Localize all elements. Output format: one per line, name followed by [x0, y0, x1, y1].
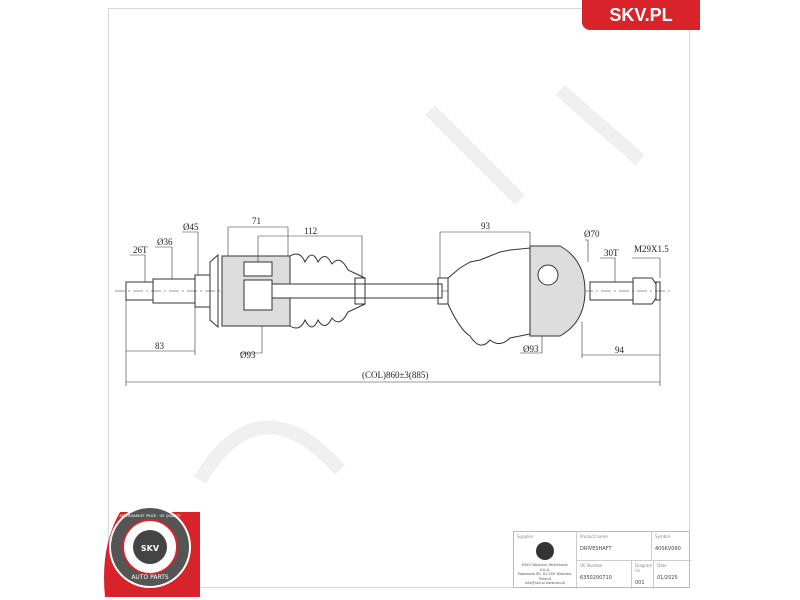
outer-joint — [529, 245, 586, 337]
flange — [209, 253, 219, 329]
svg-text:AFTERMARKET PRICE · OE QUALITY: AFTERMARKET PRICE · OE QUALITY — [119, 514, 181, 518]
brand-logo[interactable]: SKV.PL — [582, 0, 700, 30]
dim-dia70: Ø70 — [584, 229, 600, 239]
svg-text:AUTO PARTS: AUTO PARTS — [131, 574, 169, 581]
tripod — [243, 279, 273, 311]
dim-83: 83 — [155, 341, 165, 351]
dim-total-length: (COL)860±3(885) — [362, 370, 428, 380]
title-block: Supplier ESKV Wojciech Wiśniewski S.K.A.… — [513, 531, 691, 589]
dim-93: 93 — [481, 221, 491, 231]
dimension-lines — [125, 226, 661, 386]
dim-30t: 30T — [604, 248, 619, 258]
supplier-address: ESKV Wojciech Wiśniewski S.K.A.Papowska … — [517, 563, 573, 585]
cv-ball — [537, 264, 559, 286]
dim-dia45: Ø45 — [183, 222, 199, 232]
drawing-frame — [108, 8, 690, 588]
dim-26t: 26T — [133, 245, 148, 255]
outer-boot — [447, 247, 531, 346]
dim-dia36: Ø36 — [157, 237, 173, 247]
intermediate-shaft — [271, 283, 443, 299]
watermark — [193, 84, 645, 484]
svg-text:SKV: SKV — [141, 544, 160, 553]
supplier-cell: Supplier ESKV Wojciech Wiśniewski S.K.A.… — [514, 532, 576, 589]
dim-94: 94 — [615, 345, 625, 355]
dim-dia93-right: Ø93 — [523, 344, 539, 354]
supplier-logo — [536, 542, 554, 560]
supplier-label: Supplier — [517, 534, 534, 539]
dim-112: 112 — [304, 226, 317, 236]
boot-clamp — [354, 277, 366, 305]
tripod-roller — [243, 261, 273, 277]
dim-dia93-left: Ø93 — [240, 350, 256, 360]
dim-71: 71 — [252, 216, 261, 226]
skv-seal-logo: SKV AUTO PARTS AFTERMARKET PRICE · OE QU… — [104, 506, 200, 597]
dim-thread: M29X1.5 — [634, 244, 669, 254]
thread-end — [655, 281, 661, 301]
